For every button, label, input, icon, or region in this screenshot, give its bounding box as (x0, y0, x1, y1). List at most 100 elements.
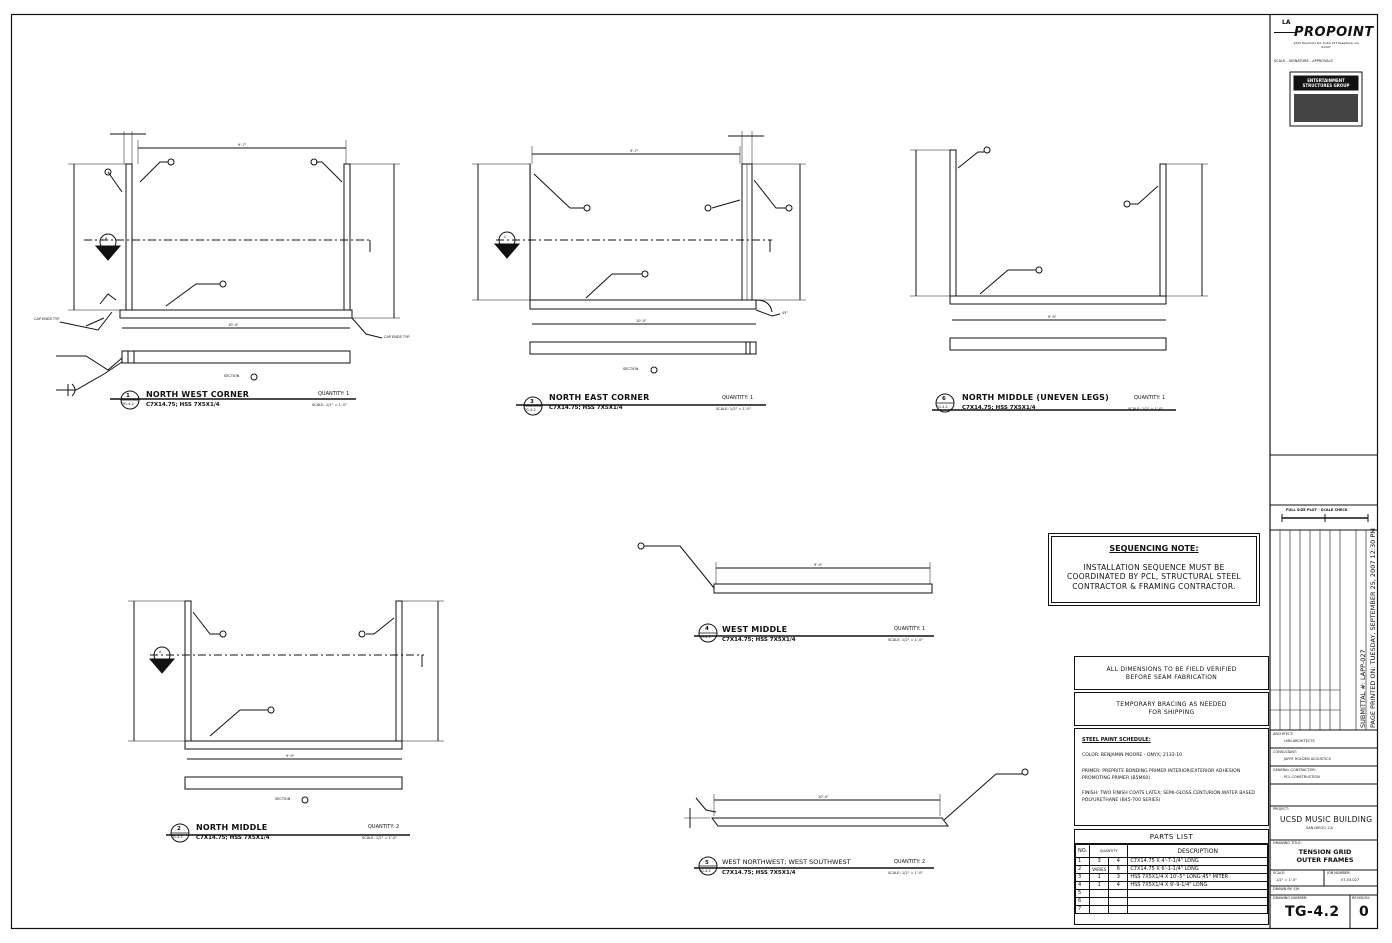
parts-header-row: NO. QUANTITY DESCRIPTION (1074, 844, 1268, 858)
drawing-title: TENSION GRID OUTER FRAMES (1296, 848, 1354, 865)
detail-quantity: QUANTITY: 1 (894, 626, 926, 632)
contractor-label: GENERAL CONTRACTOR: (1273, 768, 1316, 772)
paint-schedule: STEEL PAINT SCHEDULE: COLOR: BENJAMIN MO… (1074, 728, 1269, 826)
sequencing-note-body: INSTALLATION SEQUENCE MUST BE COORDINATE… (1066, 563, 1242, 591)
dimension-label: 9'-7" (238, 143, 247, 147)
detail-scale: SCALE: 1/2" = 1'-0" (888, 638, 924, 642)
table-cell: 7 (1074, 905, 1091, 914)
company-logo: LA PROPOINT 1225 Ranchero Rd, Suite 107 … (1274, 18, 1376, 52)
detail-sheet: TG-4.2 (171, 835, 183, 839)
cap-ends-label: CAP ENDS TYP. (34, 317, 60, 321)
detail-member: C7X14.75; HSS 7X5X1/4 (722, 870, 796, 876)
detail-title: NORTH EAST CORNER (549, 393, 650, 402)
architect-label: ARCHITECT: (1273, 732, 1294, 736)
detail-title: WEST MIDDLE (722, 625, 788, 634)
detail-sheet: TG-4.2 (122, 402, 134, 406)
table-cell: VARIES (1089, 865, 1110, 874)
company-address: 1225 Ranchero Rd, Suite 107 Pasadena, CA… (1293, 41, 1359, 49)
detail-scale: SCALE: 1/2" = 1'-0" (312, 403, 348, 407)
logo-prefix: LA (1282, 19, 1291, 26)
detail-number: 4 (705, 626, 709, 632)
print-date: PAGE PRINTED ON: TUESDAY, SEPTEMBER 25, … (1369, 528, 1377, 728)
paint-color: COLOR: BENJAMIN MOORE - ONYX; 2133-10 (1082, 753, 1183, 758)
detail-member: C7X14.75; HSS 7X5X1/4 (146, 402, 220, 408)
detail-4-drawing (637, 542, 934, 643)
angle-label: 45° (782, 311, 789, 315)
parts-header-cell: QUANTITY (1089, 844, 1129, 858)
project-label: PROJECT: (1273, 807, 1289, 811)
table-cell: C7X14.75 X 4'-7-1/4" LONG (1127, 857, 1268, 866)
parts-list-title: PARTS LIST (1149, 833, 1194, 841)
table-cell: 3 (1108, 873, 1129, 882)
cap-ends-label: CAP ENDS TYP. (384, 335, 410, 339)
section-letter: C (504, 235, 507, 239)
paint-finish: FINISH: TWO FINISH COATS LATEX; SEMI-GLO… (1082, 791, 1255, 804)
table-cell: 6 (1108, 865, 1129, 874)
detail-2-drawing (128, 600, 444, 843)
table-cell: 6 (1074, 897, 1091, 906)
table-cell: 4 (1108, 881, 1129, 890)
field-verify-text: ALL DIMENSIONS TO BE FIELD VERIFIED BEFO… (1106, 666, 1237, 682)
table-cell: 1 (1089, 873, 1110, 882)
parts-header-cell: DESCRIPTION (1127, 844, 1268, 858)
detail-sheet: TG-4.2 (699, 635, 711, 639)
bracing-note: TEMPORARY BRACING AS NEEDED FOR SHIPPING (1074, 692, 1269, 726)
scale-value: 1/2" = 1'-0" (1276, 878, 1297, 882)
detail-scale: SCALE: 1/2" = 1'-0" (362, 836, 398, 840)
detail-number: 2 (177, 826, 181, 832)
detail-title: WEST NORTHWEST; WEST SOUTHWEST (722, 858, 851, 866)
sequencing-note-box: SEQUENCING NOTE: INSTALLATION SEQUENCE M… (1048, 533, 1260, 606)
drawn-by: DRAWN BY: EJH (1273, 887, 1300, 891)
section-label: SECTION (275, 797, 291, 801)
detail-quantity: QUANTITY: 1 (722, 395, 754, 401)
project-name: UCSD MUSIC BUILDING (1280, 815, 1373, 824)
bracing-text: TEMPORARY BRACING AS NEEDED FOR SHIPPING (1116, 701, 1227, 717)
dimension-label: 10'-0" (636, 319, 647, 323)
detail-number: 3 (530, 399, 534, 405)
paint-primer: PRIMER: PREPRITE BONDING PRIMER INTERIOR… (1082, 769, 1241, 782)
detail-member: C7X14.75; HSS 7X5X1/4 (722, 637, 796, 643)
dimension-label: 9'-9" (1048, 315, 1057, 319)
table-cell: 1 (1089, 881, 1110, 890)
table-cell: 3 (1074, 873, 1091, 882)
detail-quantity: QUANTITY: 1 (1134, 395, 1166, 401)
detail-scale: SCALE: 1/2" = 1'-0" (716, 407, 752, 411)
table-row: 7 (1074, 905, 1268, 914)
section-letter: B (105, 237, 108, 241)
table-cell: 2 (1074, 865, 1091, 874)
dimension-label: 9'-7" (630, 149, 639, 153)
detail-member: C7X14.75; HSS 7X5X1/4 (549, 405, 623, 411)
table-cell: 4 (1074, 881, 1091, 890)
detail-title: NORTH WEST CORNER (146, 390, 250, 399)
detail-3-drawing (472, 131, 806, 416)
drawing-number: TG-4.2 (1285, 904, 1340, 920)
detail-member: C7X14.75; HSS 7X5X1/4 (196, 835, 270, 841)
drawing-number-label: DRAWING NUMBER: (1273, 896, 1308, 900)
stamp-heading: SCALE - SIGNATURE - APPROVALS (1274, 59, 1333, 63)
revision-label: REVISION: (1352, 896, 1370, 900)
table-cell: 3 (1089, 857, 1110, 866)
detail-title: NORTH MIDDLE (UNEVEN LEGS) (962, 393, 1109, 402)
architect-value: LMN ARCHITECTS (1284, 739, 1315, 743)
table-cell: 5 (1074, 889, 1091, 898)
logo-text: PROPOINT (1294, 25, 1374, 40)
section-letter: A (159, 650, 162, 654)
section-label: SECTION (623, 367, 639, 371)
table-cell: HSS 7X5X1/4 X 9'-9-1/4" LONG (1127, 881, 1268, 890)
consultant-value: JAFFE HOLDEN ACOUSTICS (1284, 757, 1331, 761)
paint-schedule-heading: STEEL PAINT SCHEDULE: (1082, 737, 1151, 743)
detail-5-drawing (684, 768, 1029, 876)
title-block-frame (1269, 14, 1378, 928)
table-cell: C7X14.75 X 6'-1-1/4" LONG (1127, 865, 1268, 874)
sequencing-note-heading: SEQUENCING NOTE: (1109, 544, 1199, 553)
scale-label: SCALE: (1273, 871, 1286, 875)
detail-scale: SCALE: 1/2" = 1'-0" (1128, 407, 1164, 411)
contractor-value: PCL CONSTRUCTION (1284, 775, 1320, 779)
detail-number: 1 (126, 393, 130, 399)
consultant-label: CONSULTANT: (1273, 750, 1297, 754)
